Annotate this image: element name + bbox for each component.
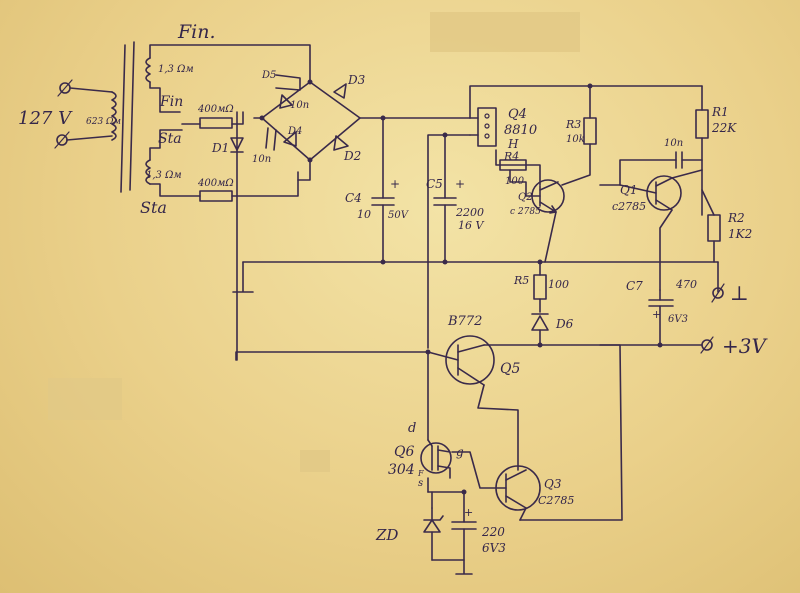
resistor-r3 bbox=[561, 83, 597, 186]
ic-q4 bbox=[469, 85, 703, 186]
label-c-zd-val: 220 bbox=[481, 525, 505, 539]
transistor-q2 bbox=[509, 169, 565, 263]
resistor-r4 bbox=[499, 159, 527, 171]
transistor-q3 bbox=[451, 451, 541, 521]
diode-d1 bbox=[230, 111, 244, 361]
label-c5-val: 2200 bbox=[455, 206, 484, 219]
label-fin-mid: Fin bbox=[159, 94, 183, 110]
label-c-zd-volt: 6V3 bbox=[482, 541, 506, 555]
label-c7-plus: + bbox=[652, 308, 661, 321]
capacitor-c4 bbox=[371, 115, 395, 263]
diode-d6 bbox=[531, 313, 549, 346]
label-q6-g: g bbox=[456, 445, 464, 459]
label-q5-name: Q5 bbox=[500, 361, 520, 377]
label-r2-val: 1K2 bbox=[728, 227, 752, 241]
label-cap-10n-b: 10n bbox=[252, 154, 271, 165]
label-r5-name: R5 bbox=[513, 274, 529, 287]
label-q6-sub: F bbox=[417, 469, 424, 478]
label-r2-name: R2 bbox=[727, 211, 745, 225]
label-sta-bot: Sta bbox=[140, 198, 167, 217]
wire-fin-top bbox=[149, 44, 311, 83]
wire-coil-top bbox=[149, 81, 181, 113]
label-terminal-minus: ⊥ bbox=[730, 281, 749, 305]
wire-coil-mid bbox=[149, 129, 183, 161]
terminal-plus bbox=[701, 339, 713, 351]
res-400m-bottom bbox=[199, 190, 233, 202]
zener-zd bbox=[423, 489, 467, 561]
label-c4-plus: + bbox=[390, 177, 400, 191]
label-sta-mid: Sta bbox=[158, 131, 182, 147]
label-res-top: 400мΩ bbox=[197, 104, 234, 115]
capacitor-220 bbox=[431, 491, 477, 575]
res-400m-top bbox=[199, 117, 233, 129]
label-r4-name: R4 bbox=[503, 150, 519, 163]
label-q5-part: B772 bbox=[447, 314, 482, 329]
label-c7-volt: 6V3 bbox=[668, 314, 688, 325]
label-c4-name: C4 bbox=[345, 191, 362, 205]
label-r5-val: 100 bbox=[548, 278, 569, 291]
label-d3: D3 bbox=[347, 73, 366, 87]
label-fin-top: Fin. bbox=[177, 21, 216, 43]
label-r3-val: 10k bbox=[566, 134, 585, 145]
resistor-r1 bbox=[695, 85, 709, 216]
resistor-r2 bbox=[701, 189, 721, 263]
label-d5: D5 bbox=[261, 70, 276, 81]
label-c5-name: C5 bbox=[426, 177, 443, 191]
label-c5-plus: + bbox=[455, 177, 465, 191]
terminal-minus bbox=[712, 287, 724, 299]
label-q2-part: c 2785 bbox=[510, 207, 541, 217]
label-c7-name: C7 bbox=[626, 279, 643, 293]
resistor-r5 bbox=[533, 261, 547, 313]
label-r3-name: R3 bbox=[565, 118, 581, 131]
label-q4-part: 8810 bbox=[504, 123, 537, 138]
label-primary-coil: 623 Ωм bbox=[86, 117, 121, 127]
label-c5-volt: 16 V bbox=[458, 219, 484, 232]
bridge-rectifier bbox=[253, 74, 361, 163]
label-cap-10n-c: 10n bbox=[664, 138, 683, 149]
capacitor-c7 bbox=[648, 289, 674, 346]
label-c7-val: 470 bbox=[675, 278, 697, 291]
label-d4: D4 bbox=[287, 126, 302, 137]
label-input-voltage: 127 V bbox=[18, 108, 73, 129]
label-q4-name: Q4 bbox=[508, 107, 527, 122]
capacitor-c5 bbox=[427, 132, 471, 349]
label-cap-10n-a: 10n bbox=[290, 100, 309, 111]
label-d1: D1 bbox=[211, 141, 229, 155]
label-c4-val: 10 bbox=[357, 208, 371, 221]
label-zd: ZD bbox=[375, 526, 398, 544]
mosfet-q6 bbox=[420, 351, 452, 493]
label-q6-d: d bbox=[408, 421, 416, 436]
transistor-q5 bbox=[235, 335, 519, 471]
label-q4-pin: H bbox=[507, 137, 519, 151]
wire-coil-bot bbox=[149, 183, 201, 197]
blur-patch bbox=[430, 12, 580, 52]
label-coil-bot: 1,3 Ωм bbox=[146, 170, 182, 181]
blur-patch bbox=[300, 450, 330, 472]
label-d2: D2 bbox=[343, 149, 361, 163]
label-q6-name: Q6 bbox=[394, 444, 414, 460]
label-q3-name: Q3 bbox=[544, 477, 562, 491]
label-q2-name: Q2 bbox=[518, 192, 533, 203]
blur-patch bbox=[48, 378, 122, 420]
transformer bbox=[111, 41, 151, 193]
label-q6-part: 304 bbox=[388, 462, 415, 478]
label-q1-part: c2785 bbox=[612, 200, 646, 213]
label-q3-part: C2785 bbox=[538, 494, 574, 507]
primary-input bbox=[54, 79, 113, 149]
label-r1-name: R1 bbox=[711, 105, 729, 119]
label-c-zd-plus: + bbox=[464, 506, 473, 519]
label-d6: D6 bbox=[555, 317, 574, 331]
label-r4-val: 100 bbox=[505, 176, 525, 187]
label-r1-val: 22K bbox=[711, 121, 737, 135]
transistor-q1 bbox=[619, 169, 703, 291]
label-terminal-plus: +3V bbox=[722, 334, 768, 358]
label-q1-name: Q1 bbox=[620, 183, 637, 197]
capacitor-10n-feedback bbox=[599, 151, 703, 186]
label-coil-top: 1,3 Ωм bbox=[158, 64, 194, 75]
label-c4-volt: 50V bbox=[388, 210, 410, 221]
label-q6-s: s bbox=[418, 478, 423, 489]
label-res-bot: 400мΩ bbox=[197, 178, 234, 189]
